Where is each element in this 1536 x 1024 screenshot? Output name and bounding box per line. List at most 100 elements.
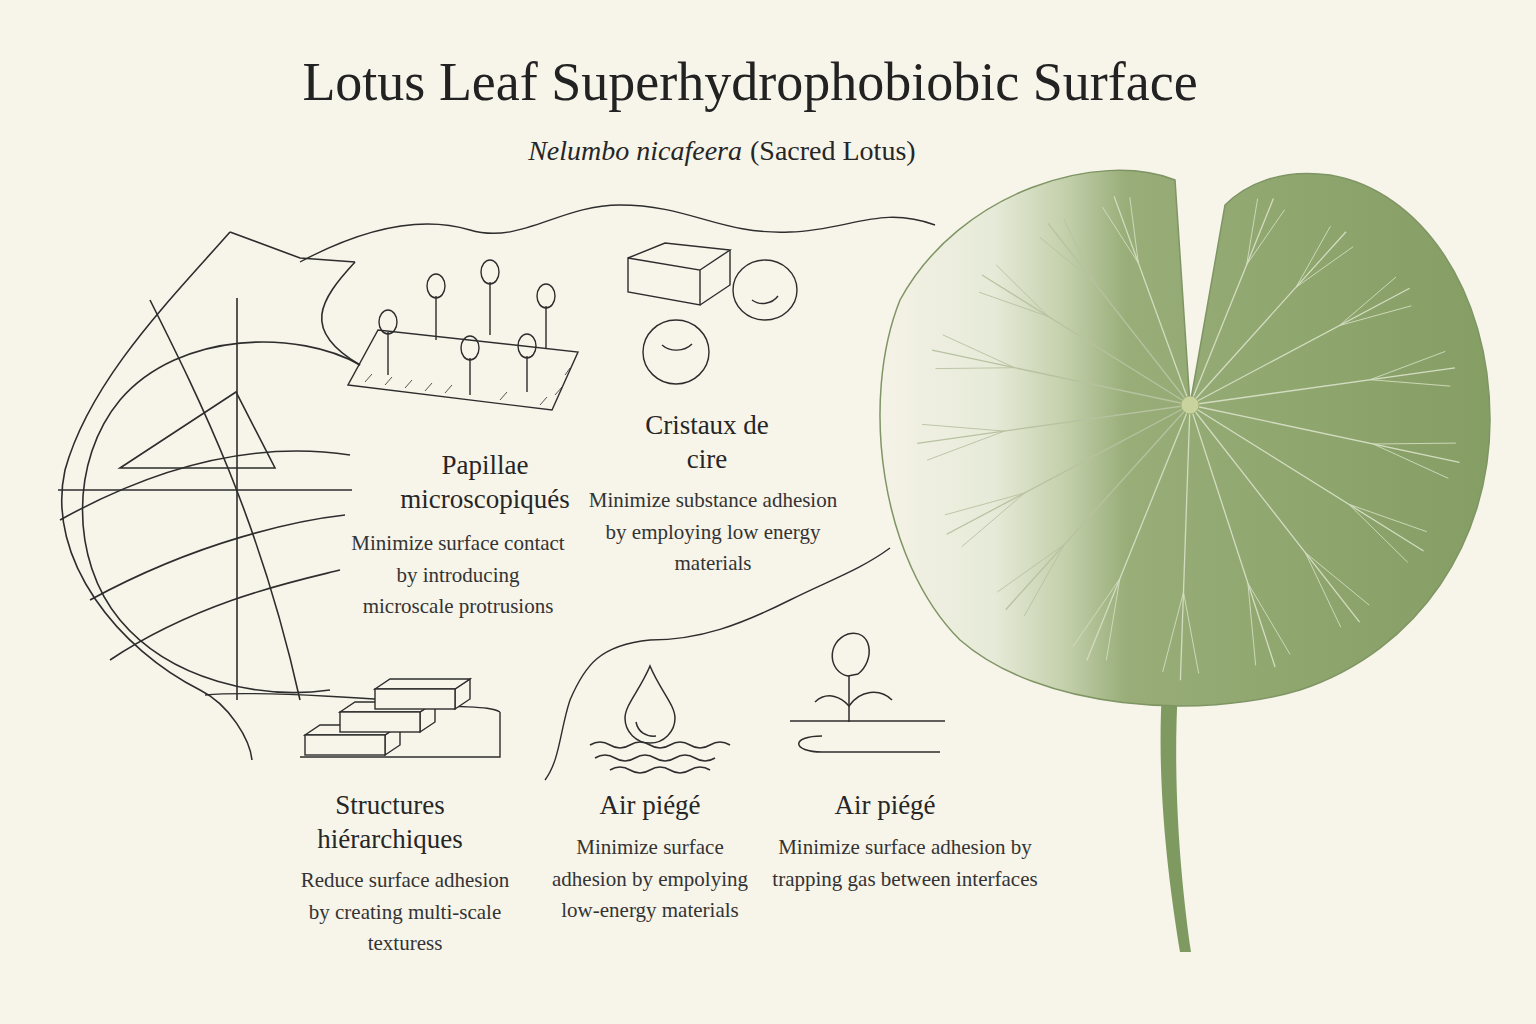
leaf-vein-branch xyxy=(945,493,1025,515)
title: Lotus Leaf Superhydrophobiobic Surface xyxy=(0,50,1500,115)
droplet-shine xyxy=(636,722,656,736)
feature-heading: Structures hiérarchiques xyxy=(290,788,490,856)
sketch-line xyxy=(322,262,360,365)
stem xyxy=(848,676,850,722)
leaf-vein-branch xyxy=(1305,553,1369,606)
leaf-vein xyxy=(917,405,1190,443)
base-line xyxy=(300,712,500,757)
leaf-vein-branch xyxy=(1248,583,1256,665)
leaf-vein-branch xyxy=(936,367,1015,369)
feature-description: Minimize surface contact by introducing … xyxy=(349,528,567,623)
crystal-face xyxy=(628,258,700,305)
leaf-vein xyxy=(1190,405,1424,551)
leaf-vein-branch xyxy=(1339,306,1411,326)
leaf-vein-branch xyxy=(1103,207,1139,263)
interface-curve xyxy=(799,736,940,752)
wax-sphere xyxy=(733,260,797,320)
step-top xyxy=(375,679,470,689)
leaf-center xyxy=(1181,396,1199,414)
papilla-tip xyxy=(518,334,536,358)
leaf-vein xyxy=(1190,199,1273,405)
leaf-vein-branch xyxy=(996,265,1048,317)
leaf-vein-branch xyxy=(1073,579,1120,647)
leaf-vein xyxy=(1190,405,1275,667)
step-front xyxy=(375,689,455,709)
leaf-vein-branch xyxy=(1305,553,1341,628)
wax-sphere xyxy=(643,320,709,384)
feature-heading: Papillae microscopiqués xyxy=(365,448,605,516)
wax-crystal-icon xyxy=(628,243,797,384)
sketch-line xyxy=(236,298,238,700)
feature-heading: Air piégé xyxy=(570,788,730,822)
leaf-vein xyxy=(1190,288,1410,405)
leaf-vein-branch xyxy=(1130,197,1139,263)
leaf-vein xyxy=(1087,405,1190,660)
leaf-vein-branch xyxy=(1247,210,1285,265)
droplet-icon xyxy=(590,666,730,773)
leaf-vein-branch xyxy=(1370,380,1450,386)
leaf-vein-branch xyxy=(1163,592,1184,672)
leaf-vein-branch xyxy=(1247,199,1258,265)
wave-line xyxy=(595,755,715,761)
droplet xyxy=(625,666,675,743)
wave-line xyxy=(590,742,730,748)
leaf-vein-branch xyxy=(943,335,1015,368)
leaf-vein-branch xyxy=(1296,247,1353,288)
wavy-line xyxy=(300,205,935,262)
bubble xyxy=(832,633,869,676)
leaf-vein xyxy=(1180,405,1190,680)
leaf-vein-branch xyxy=(1184,592,1199,673)
subtitle-common-name: (Sacred Lotus) xyxy=(750,133,916,168)
leaf-vein xyxy=(1190,368,1455,405)
interface-curve xyxy=(815,692,892,706)
papilla-tip xyxy=(379,310,397,334)
leaf-vein xyxy=(1190,232,1346,405)
papilla-tip xyxy=(461,336,479,360)
leaf-vein xyxy=(932,350,1190,405)
sketch-line xyxy=(110,570,340,660)
leaf-vein-branch xyxy=(1248,583,1290,654)
papilla-tip xyxy=(537,284,555,308)
sketch-line xyxy=(58,489,352,491)
feature-description: Minimize substance adhesion by employing… xyxy=(581,485,846,580)
sketch-line xyxy=(60,451,350,520)
leaf-vein-branch xyxy=(1064,219,1094,281)
leaf-vein xyxy=(947,405,1190,534)
wavy-line xyxy=(545,548,890,780)
sketch-line xyxy=(230,232,355,262)
ground-line xyxy=(790,720,945,722)
surface-plane xyxy=(348,330,578,410)
sketch-line xyxy=(90,515,345,600)
papilla-stem xyxy=(388,282,546,395)
step-front xyxy=(305,735,385,755)
wavy-outline xyxy=(205,205,935,780)
leaf-vein-branch xyxy=(1040,238,1094,282)
leaf-vein-branch xyxy=(1349,504,1427,531)
wax-sphere-shade xyxy=(662,344,692,350)
step-front xyxy=(340,712,420,732)
leaf-vein xyxy=(1006,405,1190,610)
papillae-icon xyxy=(348,260,578,410)
feature-heading: Air piégé xyxy=(805,788,965,822)
leaf-vein-branch xyxy=(1339,277,1396,326)
sketch-line xyxy=(83,342,361,692)
leaf-vein xyxy=(1190,405,1360,622)
papilla-tip xyxy=(427,274,445,298)
leaf-vein-branch xyxy=(1106,579,1120,661)
leaf-veins xyxy=(917,196,1459,680)
leaf-vein-branch xyxy=(1296,226,1330,287)
subtitle-species: Nelumbo nicafeera xyxy=(528,133,742,168)
leaf-vein-branch xyxy=(927,431,1004,460)
leaf-vein-branch xyxy=(1373,444,1448,478)
feature-description: Minimize surface adhesion by empolying l… xyxy=(548,832,753,927)
leaf-vein-branch xyxy=(1370,351,1445,379)
papilla-tip xyxy=(481,260,499,284)
feature-description: Minimize surface adhesion by trapping ga… xyxy=(770,832,1040,895)
wave-line xyxy=(610,767,710,773)
leaf-vein-branch xyxy=(1373,443,1456,445)
abstract-sketch xyxy=(58,232,360,760)
leaf-vein-branch xyxy=(979,292,1048,316)
sketch-line xyxy=(150,300,300,700)
feature-description: Reduce surface adhesion by creating mult… xyxy=(294,865,516,960)
